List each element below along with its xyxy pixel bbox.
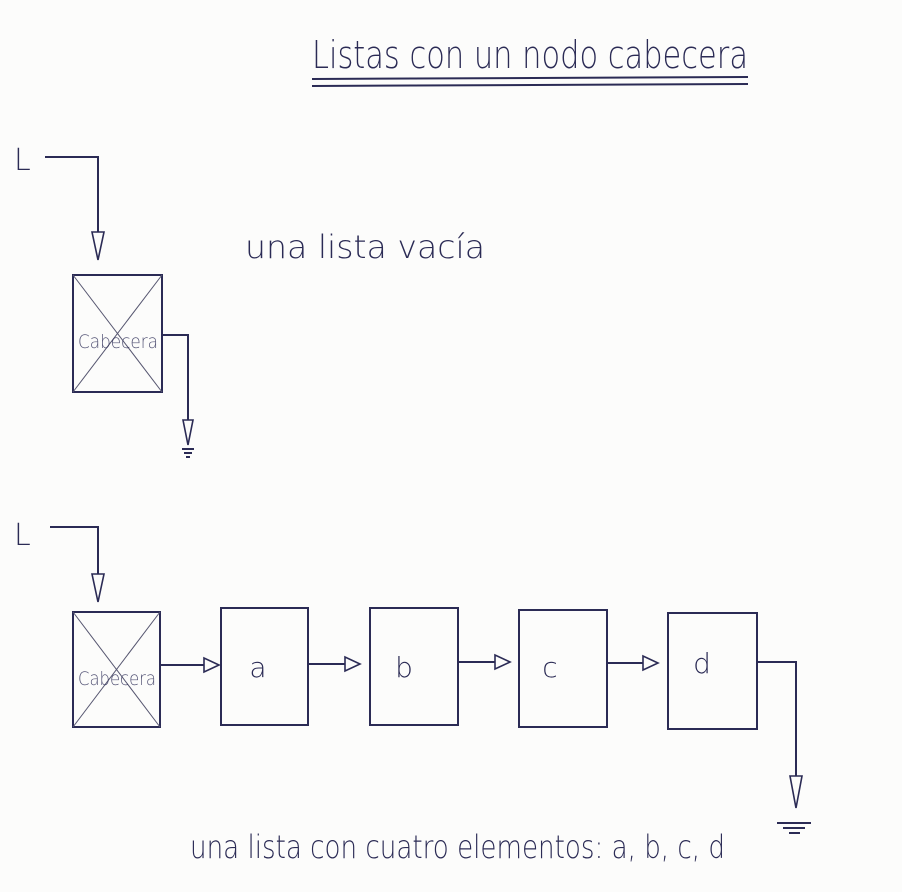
header-node-label: Cabecera <box>78 331 158 353</box>
arrow-head <box>494 653 512 671</box>
arrow-head <box>203 656 221 674</box>
list-pointer-label: L <box>14 518 31 553</box>
page-title: Listas con un nodo cabecera <box>312 33 748 77</box>
node-label: b <box>395 651 413 684</box>
header-node-label: Cabecera <box>78 668 156 690</box>
null-pointer-line <box>162 334 189 420</box>
list-node <box>369 607 459 726</box>
pointer-line <box>45 156 99 232</box>
empty-list-diagram: L Cabecera una lista vacía <box>14 143 485 458</box>
list-node <box>667 612 758 730</box>
arrow-head <box>91 231 105 261</box>
pointer-line <box>50 526 99 574</box>
arrow-head <box>91 573 105 603</box>
node-label: c <box>542 651 557 684</box>
arrow-head <box>182 419 194 446</box>
arrow-head <box>344 655 362 673</box>
title-underline <box>311 76 749 80</box>
node-label: d <box>693 647 711 680</box>
header-node <box>72 274 163 393</box>
title-underline <box>311 83 749 87</box>
node-label: a <box>249 651 266 684</box>
header-node <box>72 611 161 728</box>
four-element-list-caption: una lista con cuatro elementos: a, b, c,… <box>190 828 725 866</box>
list-node <box>518 609 608 728</box>
list-node <box>220 607 309 726</box>
arrow-head <box>789 775 803 809</box>
ground-null-icon <box>182 448 194 458</box>
list-pointer-label: L <box>14 143 31 178</box>
arrow-head <box>642 654 660 672</box>
ground-null-icon <box>777 822 811 834</box>
four-element-list-diagram: L Cabecera a b c d una lista con cuatro … <box>14 518 811 866</box>
null-pointer-line <box>757 661 797 776</box>
empty-list-caption: una lista vacía <box>245 228 485 266</box>
